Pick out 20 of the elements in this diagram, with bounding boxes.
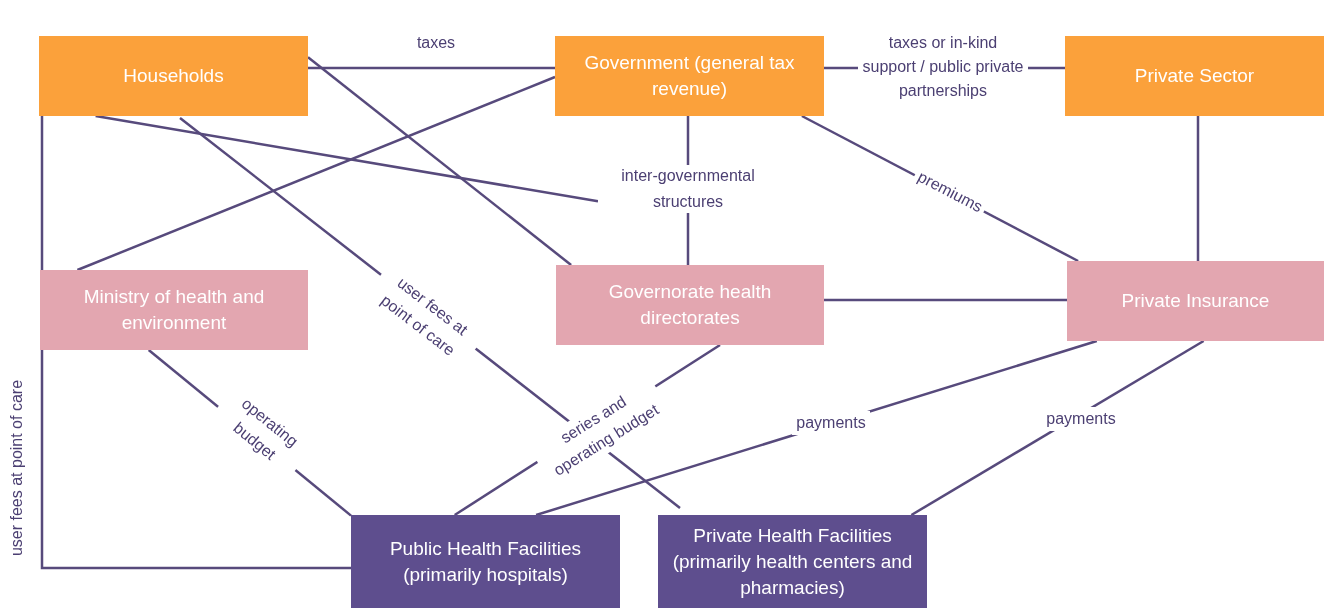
connector-line [40,350,351,570]
connector-line [40,116,44,270]
connector-line [910,339,1205,517]
entity-box: Governorate health directorates [556,265,824,345]
connector-line [308,66,555,70]
connector-line [686,213,690,265]
entity-box: Government (general tax revenue) [555,36,824,116]
entity-box: Ministry of health and environment [40,270,308,350]
connector-line [686,116,690,165]
connector-line [1196,116,1200,261]
connector-line [307,56,572,266]
entity-box: Private Insurance [1067,261,1324,341]
connector-line [824,298,1067,302]
connector-line [76,75,556,272]
entity-box: Private Sector [1065,36,1324,116]
entity-box: Private Health Facilities (primarily health centers and pharmacies) [658,515,927,608]
edge-label: payments [792,411,870,435]
entity-box: Public Health Facilities (primarily hospitals) [351,515,620,608]
entity-box: Households [39,36,308,116]
connector-line [95,114,599,203]
